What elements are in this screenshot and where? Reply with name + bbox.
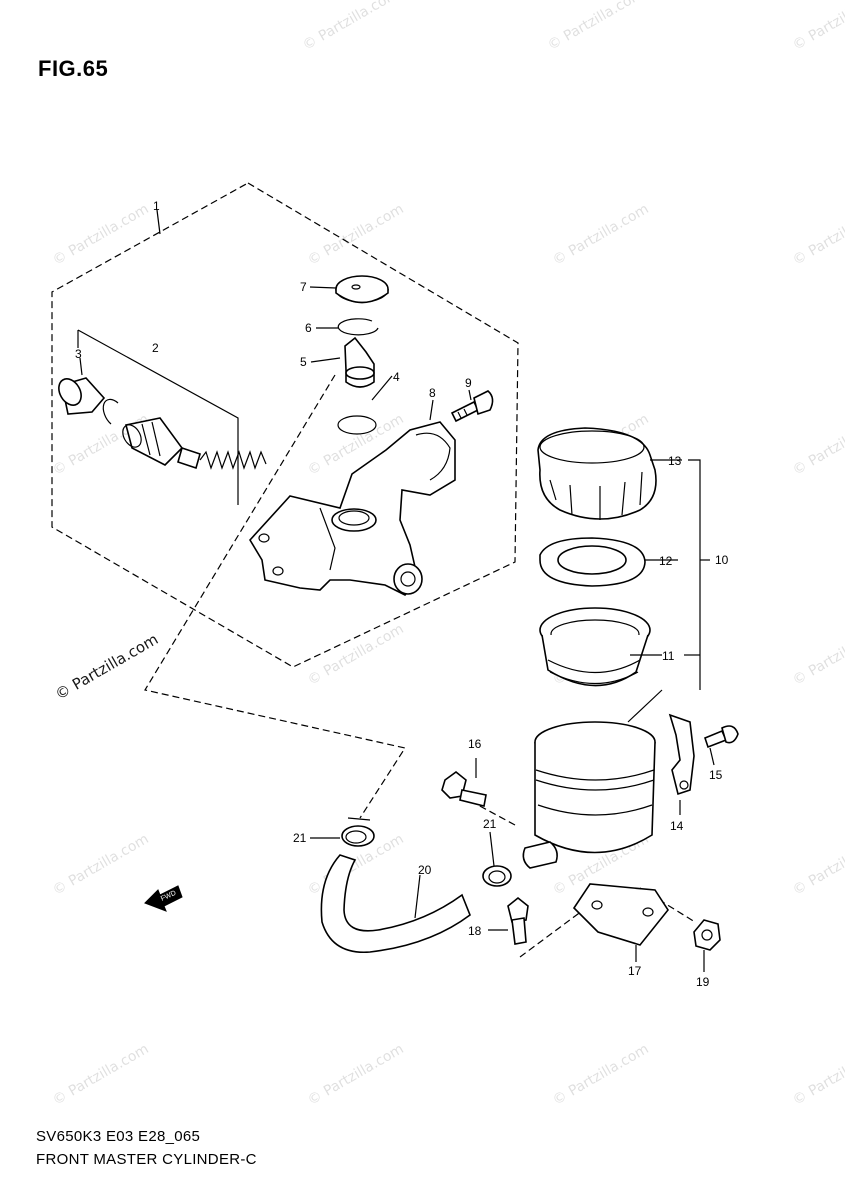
connector-part (344, 336, 375, 388)
callout-13: 13 (668, 454, 682, 468)
bracket-bolt-part (507, 896, 529, 945)
callout-6: 6 (305, 321, 312, 335)
reservoir-tank-part (522, 689, 663, 869)
diaphragm-part (539, 607, 651, 687)
callout-9: 9 (465, 376, 472, 390)
nut-part (693, 919, 721, 951)
assembly-outline (51, 182, 519, 668)
dust-cap-part (335, 275, 389, 304)
hose-clamp-upper-part (341, 817, 375, 847)
callout-8: 8 (429, 386, 436, 400)
callout-21-upper: 21 (293, 831, 307, 845)
callout-7: 7 (300, 280, 307, 294)
callout-11: 11 (662, 649, 675, 663)
bolt-routing-line (519, 904, 591, 958)
callout-4: 4 (393, 370, 400, 384)
figure-name: FRONT MASTER CYLINDER-C (36, 1151, 257, 1168)
screw-part (704, 725, 739, 749)
callout-15: 15 (709, 768, 723, 782)
figure-title: FIG.65 (38, 56, 109, 81)
callout-18: 18 (468, 924, 482, 938)
mount-bolt-part (441, 770, 487, 807)
reservoir-bracket-part (572, 883, 669, 946)
piston-spring-part (122, 417, 267, 470)
clip-bracket-part (668, 713, 695, 796)
snap-ring-part (337, 318, 379, 336)
reservoir-cap-part (537, 427, 657, 520)
forward-arrow-icon: FWD (144, 885, 183, 912)
piston-cup-part (58, 377, 106, 415)
callout-2: 2 (152, 341, 159, 355)
callout-10: 10 (715, 553, 729, 567)
callout-3: 3 (75, 347, 82, 361)
bolt-part (450, 390, 494, 423)
model-code: SV650K3 E03 E28_065 (36, 1128, 201, 1145)
callout-21-lower: 21 (483, 817, 497, 831)
fitting-routing-line (477, 804, 516, 826)
callout-5: 5 (300, 355, 307, 369)
callout-17: 17 (628, 964, 642, 978)
callout-1: 1 (153, 199, 160, 213)
subassembly-bracket (77, 329, 239, 505)
diaphragm-plate-part (539, 537, 646, 587)
callout-19: 19 (696, 975, 710, 989)
callout-14: 14 (670, 819, 684, 833)
callout-12: 12 (659, 554, 673, 568)
leader-line (627, 689, 663, 723)
hose-routing-line (144, 374, 406, 819)
reservoir-group-bracket (688, 459, 701, 690)
callout-16: 16 (468, 737, 482, 751)
circlip-part (102, 398, 119, 425)
callout-20: 20 (418, 863, 432, 877)
callout-leaders (79, 209, 715, 972)
reservoir-hose-part (320, 854, 471, 954)
master-cylinder-body-part (249, 421, 456, 596)
o-ring-part (337, 415, 377, 435)
callout-labels: 1 2 3 4 5 6 7 8 9 10 11 12 13 14 15 16 1… (75, 199, 729, 989)
hose-clamp-lower-part (482, 865, 512, 887)
